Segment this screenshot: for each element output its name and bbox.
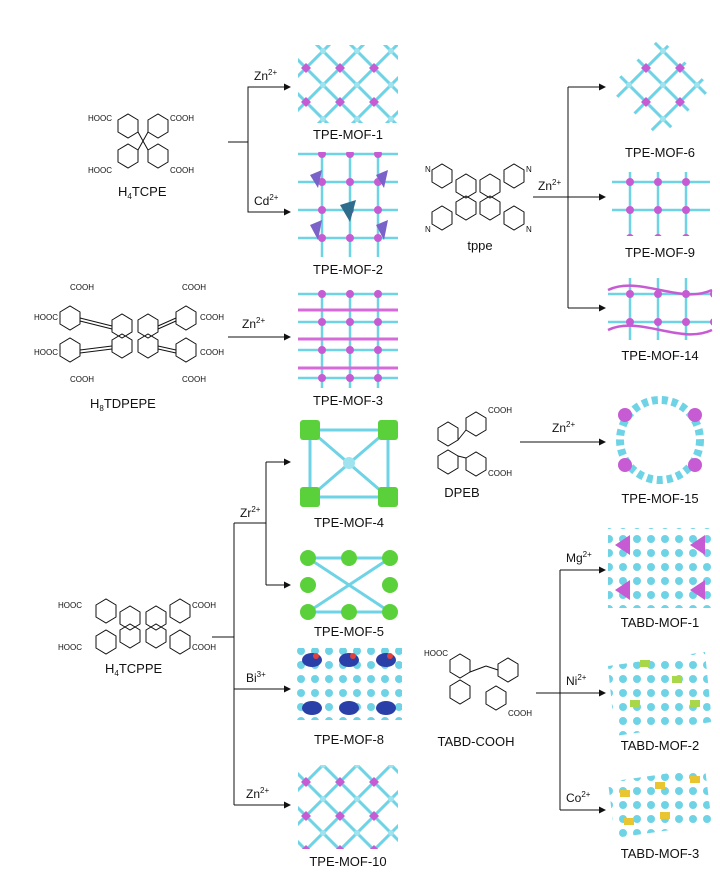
h8tdpepe-label: H8TDPEPE	[90, 396, 156, 413]
mof-label-6: TPE-MOF-6	[625, 145, 695, 160]
ion-zr: Zr2+	[240, 505, 261, 520]
tabd-mof-label-3: TABD-MOF-3	[621, 846, 699, 861]
tabd-structure: HOOC COOH	[424, 649, 532, 718]
ion-zn-5: Zn2+	[552, 420, 575, 435]
tabd-group-2: COOH	[508, 709, 532, 718]
mof-image-8	[296, 648, 402, 720]
tabd-mof-label-2: TABD-MOF-2	[621, 738, 699, 753]
h4tcppe-structure: HOOC COOH HOOC COOH	[58, 598, 216, 655]
h8-group-7: COOH	[70, 375, 94, 384]
mof-label-10: TPE-MOF-10	[309, 854, 386, 869]
mof-image-4	[296, 415, 402, 511]
mof-image-14	[607, 278, 713, 340]
h4tcppe-group-1: HOOC	[58, 601, 82, 610]
tppe-n-2: N	[526, 165, 532, 174]
dpeb-structure: COOH COOH	[437, 406, 512, 478]
ion-co: Co2+	[566, 790, 591, 805]
h4tcpe-structure: HOOC COOH HOOC COOH	[88, 113, 194, 175]
ion-zn-2: Zn2+	[242, 316, 265, 331]
mof-label-15: TPE-MOF-15	[621, 491, 698, 506]
mof-image-6	[608, 38, 712, 138]
tabd-mof-image-3	[608, 768, 712, 838]
h8-group-6: COOH	[200, 348, 224, 357]
h8tdpepe-structure: COOH COOH HOOC COOH HOOC COOH COOH COOH	[34, 283, 224, 384]
h4tcpe-group-4: COOH	[170, 166, 194, 175]
ion-zn-1: Zn2+	[254, 68, 277, 83]
h4tcpe-label: H4TCPE	[118, 184, 167, 201]
mof-label-3: TPE-MOF-3	[313, 393, 383, 408]
h4tcppe-group-4: COOH	[192, 643, 216, 652]
mof-label-8: TPE-MOF-8	[314, 732, 384, 747]
mof-image-15	[616, 396, 704, 484]
mof-image-5	[296, 548, 402, 620]
mof-label-4: TPE-MOF-4	[314, 515, 384, 530]
h4tcpe-group-2: COOH	[170, 114, 194, 123]
ion-ni: Ni2+	[566, 673, 587, 688]
ion-zn-4: Zn2+	[538, 178, 561, 193]
tppe-label: tppe	[467, 238, 492, 253]
mof-image-9	[612, 172, 710, 236]
mof-label-9: TPE-MOF-9	[625, 245, 695, 260]
tppe-n-3: N	[425, 225, 431, 234]
mof-image-3	[298, 290, 398, 388]
h8-group-4: COOH	[200, 313, 224, 322]
h8-group-5: HOOC	[34, 348, 58, 357]
mof-image-1	[298, 45, 398, 123]
tabd-mof-label-1: TABD-MOF-1	[621, 615, 699, 630]
mof-image-10	[298, 765, 398, 849]
tppe-n-4: N	[526, 225, 532, 234]
ion-zn-3: Zn2+	[246, 786, 269, 801]
tppe-structure: N N N N	[425, 163, 532, 234]
h8-group-1: COOH	[70, 283, 94, 292]
dpeb-group-1: COOH	[488, 406, 512, 415]
ion-mg: Mg2+	[566, 550, 592, 565]
h4tcppe-label: H4TCPPE	[105, 661, 163, 678]
h4tcpe-group-3: HOOC	[88, 166, 112, 175]
ion-bi: Bi3+	[246, 670, 266, 685]
tabd-label: TABD-COOH	[437, 734, 514, 749]
mof-label-2: TPE-MOF-2	[313, 262, 383, 277]
ion-cd: Cd2+	[254, 193, 279, 208]
mof-image-2	[298, 152, 398, 257]
mof-label-14: TPE-MOF-14	[621, 348, 698, 363]
mof-label-1: TPE-MOF-1	[313, 127, 383, 142]
tppe-n-1: N	[425, 165, 431, 174]
tabd-group-1: HOOC	[424, 649, 448, 658]
tabd-mof-image-1	[608, 528, 712, 608]
tabd-mof-image-2	[608, 652, 712, 736]
mof-label-5: TPE-MOF-5	[314, 624, 384, 639]
h4tcppe-group-3: HOOC	[58, 643, 82, 652]
h4tcppe-group-2: COOH	[192, 601, 216, 610]
h8-group-3: HOOC	[34, 313, 58, 322]
h8-group-2: COOH	[182, 283, 206, 292]
dpeb-label: DPEB	[444, 485, 479, 500]
h8-group-8: COOH	[182, 375, 206, 384]
h4tcpe-group-1: HOOC	[88, 114, 112, 123]
dpeb-group-2: COOH	[488, 469, 512, 478]
